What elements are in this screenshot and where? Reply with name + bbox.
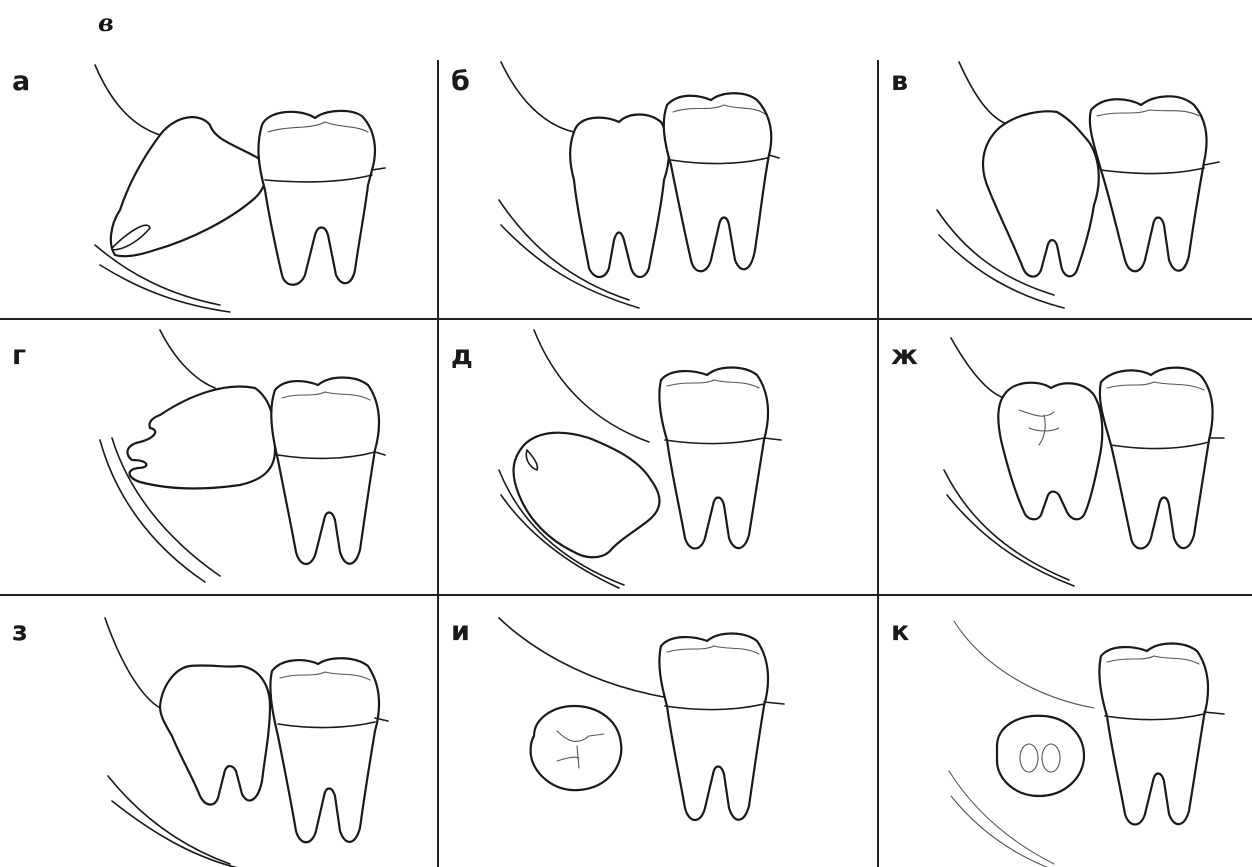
tooth-diagram [0,320,437,594]
tooth-diagram [439,320,877,594]
tooth-diagram [439,50,877,318]
panel-z: з [0,596,437,867]
panel-v: в [879,50,1252,318]
panel-i: и [439,596,877,867]
panel-g: г [0,320,437,594]
tooth-diagram [879,320,1252,594]
panel-k: к [879,596,1252,867]
tooth-diagram [0,596,437,867]
figure-mark: в [98,8,114,37]
panel-a: а [0,50,437,318]
tooth-diagram [879,50,1252,318]
panel-d: д [439,320,877,594]
tooth-diagram [439,596,877,867]
panel-zh: ж [879,320,1252,594]
tooth-diagram [0,50,437,318]
tooth-diagram [879,596,1252,867]
panel-b: б [439,50,877,318]
